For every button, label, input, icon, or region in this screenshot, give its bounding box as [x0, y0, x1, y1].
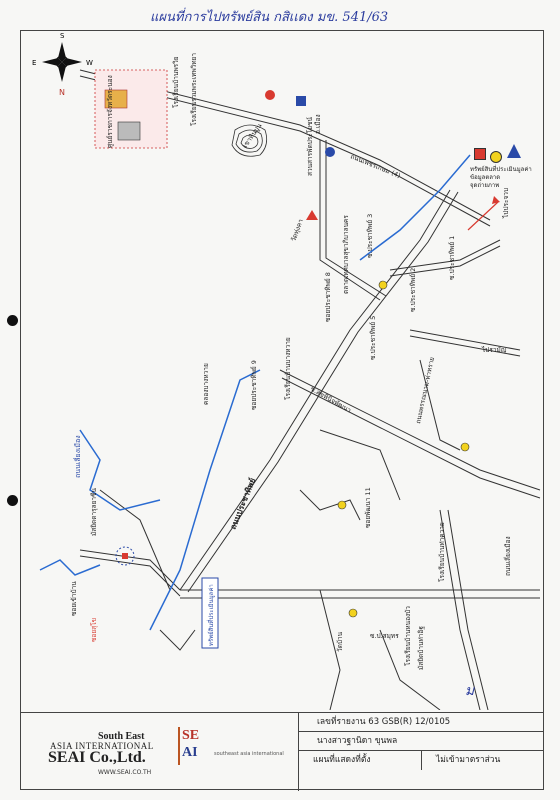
logo-line3: SEAI Co.,Ltd.	[48, 749, 146, 766]
label-mosque: มัสยิดดารุลยาซีน	[90, 488, 98, 536]
road-network	[79, 69, 541, 710]
report-number: เลขที่รายงาน 63 GSB(R) 12/0105	[299, 713, 544, 732]
arrow-icon	[492, 196, 500, 204]
label-road-prachathipat: ถนนประชาทิพย์	[228, 476, 258, 531]
label-road-left: ถนนเลี่ยงเมือง	[73, 435, 82, 478]
legend-square-icon	[474, 148, 486, 160]
market-data-marker	[348, 608, 358, 618]
legend-labels: ทรัพย์สินที่ประเมินมูลค่า ข้อมูลตลาด จุด…	[470, 166, 544, 190]
location-map: S N E W	[32, 32, 541, 710]
logo-line2: ASIA INTERNATIONAL	[50, 741, 154, 751]
map-title: แผนที่แสดงที่ตั้ง	[313, 755, 371, 765]
logo-line4: WWW.SEAI.CO.TH	[98, 769, 152, 776]
label-road-right: ถนนเลี่ยงเมือง	[503, 536, 512, 576]
logo-mark: SE AI	[178, 727, 210, 765]
label-market: ตลาดเทศบาลสุขาภิบาลนคร	[342, 215, 350, 294]
legend-label: ข้อมูลตลาด	[470, 174, 501, 181]
label-soi-aka: ซอยเข้าบ้าน	[70, 581, 78, 616]
label-police: สวนสารพัดประโยชน์	[306, 117, 314, 176]
punch-hole	[7, 315, 18, 326]
legend-label: ทรัพย์สินที่ประเมินมูลค่า	[470, 166, 532, 173]
label-to-maiphrai: ไปรามัญ	[481, 346, 507, 354]
label-to-prachuap: ไปประจวบ	[502, 188, 510, 219]
logo-sub: southeast asia international	[214, 751, 284, 757]
river	[359, 154, 471, 261]
label-soi3: ซ.ประชาทิพย์ 3	[366, 214, 374, 258]
compass-e: E	[32, 59, 36, 67]
label-mosque2: มัสยิดบ้านท่าอิฐ	[417, 626, 425, 670]
label-soi5: ซ.ประชาทิพย์ 5	[369, 316, 377, 360]
police-icon	[296, 96, 306, 106]
river	[149, 369, 261, 631]
label-soi-pattana11: ซอยพัฒนา 11	[364, 487, 372, 528]
compass-s: S	[60, 32, 65, 40]
logo-se: SE	[182, 728, 200, 743]
label-soi-thai: ซอยสุโข	[90, 618, 98, 642]
label-soi8: ซอยประชาทิพย์ 8	[324, 272, 332, 322]
hill-contour	[231, 124, 268, 157]
logo-line1: South East	[98, 731, 145, 742]
legend-triangle-icon	[507, 144, 521, 158]
handwritten-header: แผนที่การไปทรัพย์สิน กสิเเดง มข. 541/63	[150, 10, 389, 25]
legend-circle-icon	[490, 151, 502, 163]
title-block: South East ASIA INTERNATIONAL SEAI Co.,L…	[20, 712, 544, 791]
river	[79, 429, 161, 511]
label-top-school1: โรงเรียนบ้านพรวิย	[172, 56, 180, 108]
label-highway: ถนนเพชรเกษม (4)	[349, 152, 401, 179]
label-soi9: ซอยประชาทิพย์ 9	[250, 360, 258, 410]
hospital-icon	[265, 90, 275, 100]
label-school-mid: โรงเรียนบ้านบางหวาย	[284, 337, 292, 400]
label-lower-school2: โรงเรียนบ้านหนองบัว	[404, 606, 412, 666]
legend-label: จุดถ่ายภาพ	[470, 182, 500, 189]
map-frame	[20, 30, 544, 790]
map-info-row: แผนที่แสดงที่ตั้ง ไม่เข้ามาตราส่วน	[299, 751, 544, 770]
legend: ทรัพย์สินที่ประเมินมูลค่า ข้อมูลตลาด จุด…	[470, 140, 544, 210]
temple-icon	[306, 210, 318, 220]
market-data-marker	[378, 280, 388, 290]
label-lowtemple: วัดบ้าน	[336, 631, 344, 652]
arrow-icon	[467, 201, 499, 231]
river	[39, 559, 101, 576]
label-top-school2: โรงเรียนรวมพระเทพวิทยา	[190, 53, 198, 126]
label-top-place: ศูนย์ราชการจังหวัดระนอง	[106, 75, 114, 148]
compass-w: W	[86, 59, 93, 67]
compass-rose: S N E W	[32, 32, 93, 97]
label-soi-phuttharaksa: ซ.สุขพินิจพัฒนา	[309, 385, 353, 415]
title-grid: เลขที่รายงาน 63 GSB(R) 12/0105 นางสาวฐาน…	[298, 713, 544, 791]
label-school-low: โรงเรียนบ้านท่าควาย	[438, 522, 446, 582]
property-label-box	[201, 577, 219, 649]
govt-icon	[325, 147, 335, 157]
label-river: คลองบางหวาย	[202, 363, 210, 405]
market-data-marker	[460, 442, 470, 452]
signature: ม	[465, 683, 475, 699]
market-data-marker	[337, 500, 347, 510]
company-logo: South East ASIA INTERNATIONAL SEAI Co.,L…	[20, 713, 298, 791]
label-road-tha-muang: ถนนพรรณนาม-ท่าทราย	[414, 356, 436, 424]
label-soi1: ซ.ประชาทิพย์ 1	[448, 236, 456, 280]
compass-n: N	[59, 88, 65, 97]
label-soi2: ซ.ประชาทิพย์ 2	[409, 268, 417, 312]
logo-ai: AI	[182, 745, 198, 760]
building-icon	[117, 121, 141, 141]
map-scale: ไม่เข้ามาตราส่วน	[421, 751, 544, 770]
label-soi-low: ซ.ป.สมุทร	[370, 632, 399, 640]
owner-name: นางสาวฐานิดา ขุนพล	[299, 732, 544, 751]
punch-hole	[7, 495, 18, 506]
property-box-text: ทรัพย์สินที่ประเมินมูลค่า	[207, 584, 215, 646]
label-district: อ.เมือง	[314, 114, 322, 134]
label-wat1: วัดทุ่งคา	[289, 218, 305, 243]
property-marker	[122, 553, 128, 559]
building-icon	[104, 89, 128, 109]
property-marker	[115, 546, 135, 566]
